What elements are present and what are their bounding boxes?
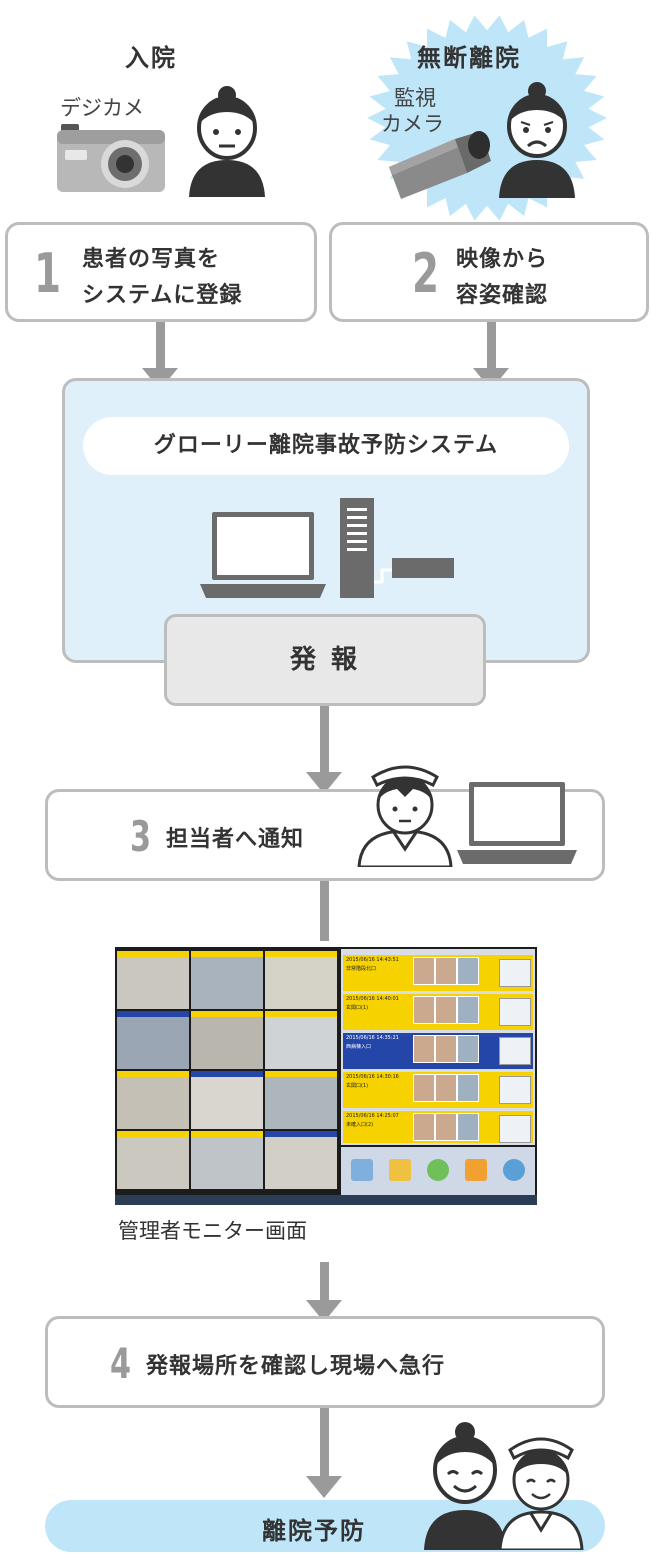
step3-number: 3 (130, 812, 152, 861)
step4-box: 4 発報場所を確認し現場へ急行 (45, 1316, 605, 1408)
connector-step3-monitor (320, 881, 329, 941)
face-thumbnail (413, 1113, 435, 1141)
camera-feed-tile[interactable] (117, 1131, 189, 1189)
event-action-button[interactable] (499, 1076, 531, 1104)
camera-feed-tile[interactable] (265, 1011, 337, 1069)
event-desc: 玄関口(1) (346, 1005, 369, 1011)
laptop-icon (200, 512, 326, 598)
arrow-alert-head (306, 772, 342, 794)
event-time: 2015/06/16 14:43:51 (346, 957, 399, 963)
step2-box: 2 映像から 容姿確認 (329, 222, 649, 322)
patient-icon (189, 86, 265, 197)
camera-feed-tile[interactable] (191, 1131, 263, 1189)
camera-grid (117, 951, 339, 1191)
notification-laptop-icon (457, 782, 577, 864)
step1-box: 1 患者の写真を システムに登録 (5, 222, 317, 322)
camera-feed-tile[interactable] (191, 1071, 263, 1129)
event-desc: 玄関口(1) (346, 1083, 369, 1089)
happy-patient-icon (424, 1422, 506, 1550)
camera-feed-tile[interactable] (117, 1071, 189, 1129)
event-desc: 未確入口(2) (346, 1122, 374, 1128)
event-panel: 2015/06/16 14:43:51 非常階段北口 2015/06/16 14… (341, 949, 535, 1145)
camera-feed-tile[interactable] (191, 951, 263, 1009)
face-thumbnail (413, 996, 435, 1024)
face-thumbnail (435, 1113, 457, 1141)
digital-camera-label: デジカメ (60, 96, 144, 120)
face-thumbnail (457, 1074, 479, 1102)
event-time: 2015/06/16 14:30:16 (346, 1074, 399, 1080)
face-thumbnail (413, 1074, 435, 1102)
event-action-button[interactable] (499, 1115, 531, 1143)
step2-line1: 映像から (456, 247, 549, 272)
event-action-button[interactable] (499, 1037, 531, 1065)
event-time: 2015/06/16 14:40:01 (346, 996, 399, 1002)
admission-title: 入院 (125, 44, 177, 72)
worried-patient-icon (499, 82, 575, 198)
face-thumbnail (435, 1074, 457, 1102)
monitor-toolbar (341, 1147, 535, 1195)
surveillance-camera-icon (389, 131, 491, 199)
event-action-button[interactable] (499, 959, 531, 987)
face-thumbnail (413, 1035, 435, 1063)
server-icon (340, 498, 454, 598)
monitor-caption: 管理者モニター画面 (118, 1219, 307, 1243)
camera-feed-tile[interactable] (191, 1011, 263, 1069)
camera-feed-tile[interactable] (265, 1131, 337, 1189)
nurse-icon (357, 765, 453, 867)
step1-line1: 患者の写真を (82, 247, 221, 272)
arrow-step4-shaft (320, 1408, 329, 1478)
arrow-monitor-shaft (320, 1262, 329, 1304)
wandering-title: 無断離院 (417, 44, 521, 72)
camera-feed-tile[interactable] (265, 1071, 337, 1129)
monitor-screenshot: 2015/06/16 14:43:51 非常階段北口 2015/06/16 14… (115, 947, 537, 1205)
event-desc: 西病棟入口 (346, 1044, 372, 1050)
step1-number: 1 (34, 242, 62, 305)
arrow-step4-head (306, 1476, 342, 1498)
face-thumbnail (457, 957, 479, 985)
toolbar-icon[interactable] (389, 1159, 411, 1181)
camera-feed-tile[interactable] (117, 1011, 189, 1069)
step2-number: 2 (412, 242, 440, 305)
face-thumbnail (435, 1035, 457, 1063)
toolbar-icon[interactable] (427, 1159, 449, 1181)
face-thumbnail (457, 996, 479, 1024)
event-desc: 非常階段北口 (346, 966, 377, 972)
face-thumbnail (457, 1113, 479, 1141)
arrow-step1-shaft (156, 322, 165, 370)
face-thumbnail (457, 1035, 479, 1063)
step4-text: 発報場所を確認し現場へ急行 (146, 1354, 446, 1379)
result-text: 離院予防 (262, 1517, 366, 1545)
event-time: 2015/06/16 14:25:07 (346, 1113, 399, 1119)
face-thumbnail (413, 957, 435, 985)
step4-number: 4 (110, 1339, 132, 1388)
camera-feed-tile[interactable] (117, 951, 189, 1009)
arrow-step2-shaft (487, 322, 496, 370)
surveillance-camera-label-line1: 監視 (394, 86, 436, 110)
step3-text: 担当者へ通知 (166, 827, 305, 852)
toolbar-icon[interactable] (351, 1159, 373, 1181)
toolbar-icon[interactable] (465, 1159, 487, 1181)
step1-line2: システムに登録 (82, 283, 243, 308)
digital-camera-icon (57, 124, 165, 192)
taskbar (115, 1195, 537, 1205)
happy-nurse-icon (498, 1437, 584, 1550)
surveillance-camera-label-line2: カメラ (381, 112, 444, 136)
event-action-button[interactable] (499, 998, 531, 1026)
toolbar-icon[interactable] (503, 1159, 525, 1181)
face-thumbnail (435, 996, 457, 1024)
event-time: 2015/06/16 14:35:21 (346, 1035, 399, 1041)
step2-line2: 容姿確認 (456, 283, 549, 308)
camera-feed-tile[interactable] (265, 951, 337, 1009)
system-name-pill: グローリー離院事故予防システム (83, 417, 569, 475)
face-thumbnail (435, 957, 457, 985)
arrow-alert-shaft (320, 706, 329, 774)
alert-box: 発 報 (164, 614, 486, 706)
